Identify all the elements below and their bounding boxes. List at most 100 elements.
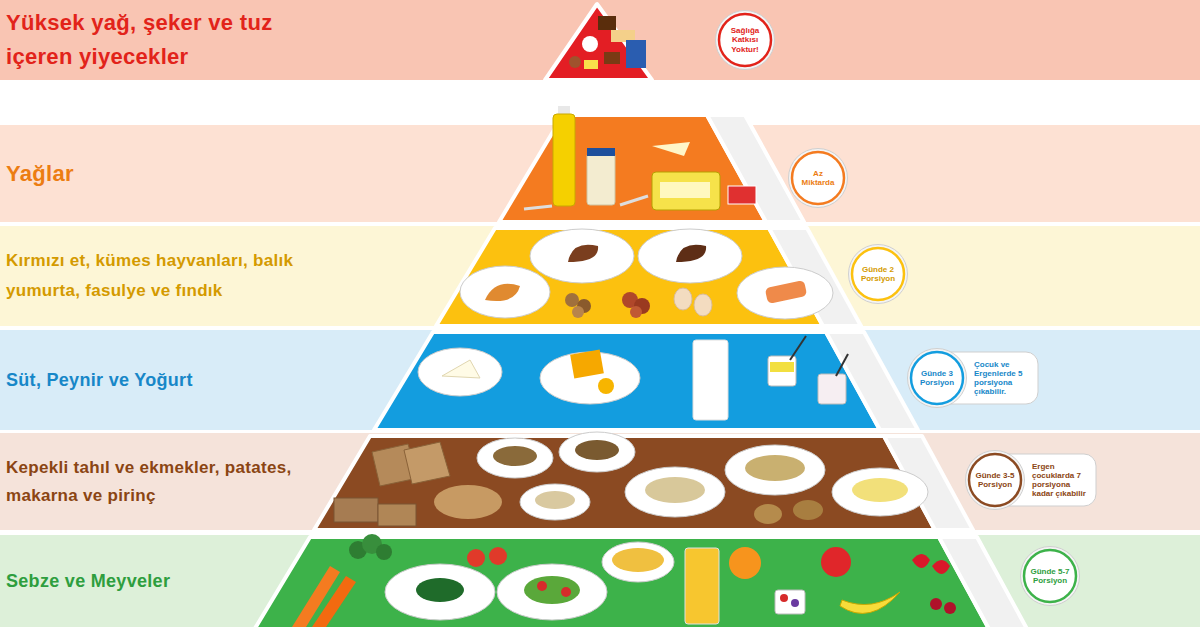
dairy-picture [418, 336, 848, 420]
dairy-picture-part [770, 362, 794, 372]
food-group-label: Sebze ve Meyveler [6, 566, 306, 596]
grains-picture-part [520, 484, 590, 520]
dairy-picture-part [836, 354, 848, 376]
protein-picture-part [568, 245, 598, 262]
dairy-picture-part [418, 348, 502, 396]
grains-picture-part [745, 455, 805, 481]
grains-picture-part [725, 445, 825, 495]
serving-badge: Günde 2 Porsiyon [848, 244, 908, 304]
vegetables-picture-part [312, 576, 356, 627]
protein-picture-part [630, 306, 642, 318]
vegetables-picture-part [780, 594, 788, 602]
serving-badge: Az Miktarda [788, 148, 848, 208]
oils-picture-part [587, 153, 615, 205]
dairy-picture-part [790, 336, 806, 360]
vegetables-picture-part [467, 549, 485, 567]
sweets-picture-part [626, 40, 646, 68]
serving-amount: Az Miktarda [788, 148, 848, 208]
vegetables-picture-part [912, 554, 930, 568]
serving-note: Ergen çocuklarda 7 porsiyona kadar çıkab… [1025, 458, 1097, 503]
badge-outer-ring [908, 349, 967, 408]
dairy-picture-part [818, 374, 846, 404]
food-group-label: Yüksek yağ, şeker ve tuz içeren yiyecekl… [6, 6, 336, 74]
protein-picture-part [737, 267, 833, 319]
sweets-picture-part [582, 36, 598, 52]
grains-picture-part [535, 491, 575, 509]
pyramid-tiers-part [248, 537, 995, 627]
vegetables-picture-part [524, 576, 580, 604]
grains-picture-part [493, 446, 537, 466]
grains-picture-part [852, 478, 908, 502]
vegetables-picture-part [685, 548, 719, 624]
protein-picture-part [530, 229, 634, 283]
food-group-label: Kepekli tahıl ve ekmekler, patates, maka… [6, 454, 326, 510]
oils-picture-part [587, 148, 615, 156]
sweets-picture-part [569, 56, 581, 68]
vegetables-picture-part [821, 547, 851, 577]
vegetables-picture-part [561, 587, 571, 597]
serving-badge: Sağlığa Katkısı Yoktur! [715, 10, 775, 70]
vegetables-picture-part [416, 578, 464, 602]
grains-picture-part [625, 467, 725, 517]
vegetables-picture-part [602, 542, 674, 582]
oils-picture-part [660, 182, 710, 198]
badge-outer-ring [716, 11, 775, 70]
serving-badge: Günde 3-5 PorsiyonErgen çocuklarda 7 por… [965, 450, 1097, 510]
dairy-picture-part [570, 350, 604, 379]
vegetables-picture-part [932, 560, 950, 574]
badge-outer-ring [789, 149, 848, 208]
vegetables-picture-part [930, 598, 942, 610]
grains-picture-part [404, 442, 450, 484]
protein-picture-part [694, 294, 712, 316]
serving-amount: Sağlığa Katkısı Yoktur! [715, 10, 775, 70]
pyramid-tiers-part [545, 4, 652, 80]
protein-picture-part [674, 288, 692, 310]
dairy-picture-part [693, 340, 728, 420]
pyramid-tiers-part [374, 332, 880, 430]
grains-picture-part [477, 438, 553, 478]
sweets-picture-part [604, 52, 620, 64]
vegetables-picture-part [489, 547, 507, 565]
vegetables-picture-part [537, 581, 547, 591]
pyramid-tiers-part [707, 115, 804, 222]
badge-outer-ring [1021, 547, 1080, 606]
grains-picture [334, 432, 928, 526]
vegetables-picture-part [612, 548, 664, 572]
food-group-label: Yağlar [6, 159, 306, 189]
sweets-picture-part [598, 16, 616, 30]
vegetables-picture-part [840, 592, 900, 613]
protein-picture-part [638, 229, 742, 283]
protein-picture-part [460, 266, 550, 318]
grains-picture-part [754, 504, 782, 524]
grains-picture-part [793, 500, 823, 520]
badge-outer-ring [849, 245, 908, 304]
vegetables-picture-part [497, 564, 607, 620]
badge-outer-ring [966, 451, 1025, 510]
oils-picture-part [553, 114, 575, 206]
protein-picture-part [676, 245, 706, 262]
vegetables-picture-part [729, 547, 761, 579]
food-group-label: Süt, Peynir ve Yoğurt [6, 365, 346, 395]
vegetables-picture-part [376, 544, 392, 560]
protein-picture-part [572, 306, 584, 318]
grains-picture-part [378, 504, 416, 526]
vegetables-picture [292, 534, 956, 627]
sweets-picture-part [584, 60, 598, 69]
protein-picture-part [565, 293, 579, 307]
oils-picture-part [728, 186, 756, 204]
grains-picture-part [334, 498, 378, 522]
protein-picture-part [485, 284, 520, 301]
pyramid-tiers [248, 4, 1033, 627]
protein-picture [460, 229, 833, 319]
vegetables-picture-part [791, 599, 799, 607]
grains-picture-part [575, 440, 619, 460]
serving-badge: Günde 3 PorsiyonÇocuk ve Ergenlerde 5 po… [907, 348, 1039, 408]
food-group-label: Kırmızı et, kümes hayvanları, balık yumu… [6, 246, 331, 306]
oils-picture-part [524, 206, 552, 209]
pyramid-tiers-part [939, 537, 1033, 627]
vegetables-picture-part [385, 564, 495, 620]
dairy-picture-part [768, 356, 796, 386]
serving-amount: Günde 5-7 Porsiyon [1020, 546, 1080, 606]
serving-note: Çocuk ve Ergenlerde 5 porsiyona çıkabili… [967, 356, 1039, 401]
